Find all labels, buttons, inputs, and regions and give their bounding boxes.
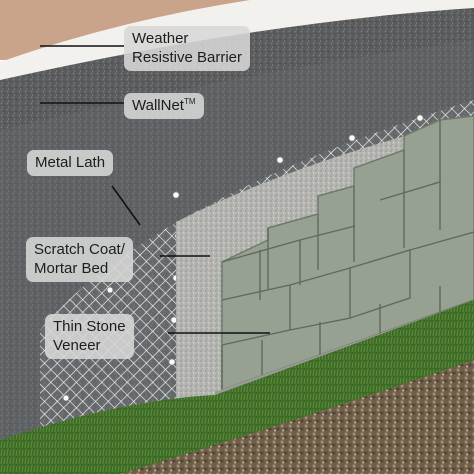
stone-veneer-layer <box>221 115 474 392</box>
weather-barrier-label: Weather Resistive Barrier <box>124 26 251 71</box>
scratch-coat-label: Scratch Coat/ Mortar Bed <box>26 237 133 282</box>
wallnet-label: WallNetTM <box>124 93 204 119</box>
sheathing-edge <box>0 0 474 80</box>
leader-metal-lath <box>111 185 141 226</box>
leader-lines <box>40 45 270 334</box>
metal-lath-label: Metal Lath <box>27 150 114 176</box>
thin-stone-label: Thin Stone Veneer <box>45 314 134 359</box>
gravel-ground <box>0 360 474 474</box>
